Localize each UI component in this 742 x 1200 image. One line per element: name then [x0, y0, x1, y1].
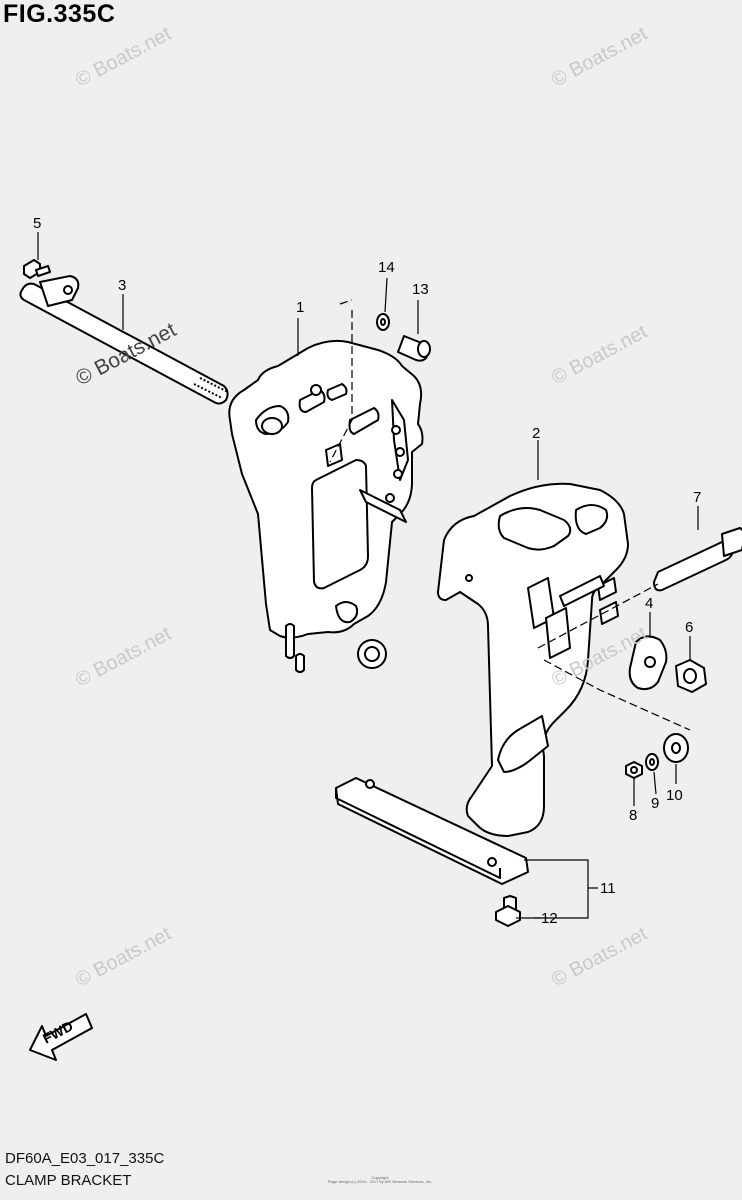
callout-13[interactable]: 13 [412, 281, 429, 298]
diagram-code: DF60A_E03_017_335C [5, 1150, 165, 1167]
callout-11[interactable]: 11 [600, 880, 616, 897]
fwd-arrow [29, 1013, 93, 1061]
callout-9[interactable]: 9 [651, 795, 659, 812]
callout-1[interactable]: 1 [296, 299, 304, 316]
callout-5[interactable]: 5 [33, 215, 41, 232]
callout-numbers: 1 2 3 4 5 6 7 8 9 10 11 12 13 14 [33, 215, 701, 927]
copyright-line-2: Page design (c) 2004 - 2017 by ARI Netwo… [327, 1179, 433, 1184]
callout-12[interactable]: 12 [541, 910, 558, 927]
callout-2[interactable]: 2 [532, 425, 540, 442]
part-6-nut[interactable] [675, 659, 707, 693]
callout-6[interactable]: 6 [685, 619, 693, 636]
part-3-tilt-tube[interactable] [19, 275, 229, 405]
part-4-plate[interactable] [628, 635, 668, 691]
callout-4[interactable]: 4 [645, 595, 653, 612]
part-14-washer[interactable] [376, 313, 390, 331]
part-8-nut[interactable] [625, 761, 643, 779]
part-9-washer[interactable] [645, 753, 659, 771]
callout-14[interactable]: 14 [378, 259, 395, 276]
copyright-line-1: Copyright [371, 1175, 389, 1180]
part-10-washer[interactable] [663, 733, 689, 763]
callout-7[interactable]: 7 [693, 489, 701, 506]
part-13-bolt[interactable] [397, 335, 431, 362]
callout-10[interactable]: 10 [666, 787, 683, 804]
copyright-notice: Copyright Page design (c) 2004 - 2017 by… [300, 1176, 460, 1184]
diagram-caption: CLAMP BRACKET [5, 1172, 132, 1189]
callout-8[interactable]: 8 [629, 807, 637, 824]
part-7-bolt[interactable] [653, 527, 742, 592]
part-11-bar[interactable] [335, 777, 529, 885]
callout-3[interactable]: 3 [118, 277, 126, 294]
part-2-clamp-bracket[interactable] [437, 482, 629, 837]
part-12-bolt[interactable] [495, 895, 521, 927]
part-5-bolt[interactable] [23, 259, 51, 279]
part-1-clamp-bracket[interactable] [228, 339, 424, 673]
leader-lines [37, 232, 699, 919]
figure-title: FIG.335C [3, 0, 116, 28]
